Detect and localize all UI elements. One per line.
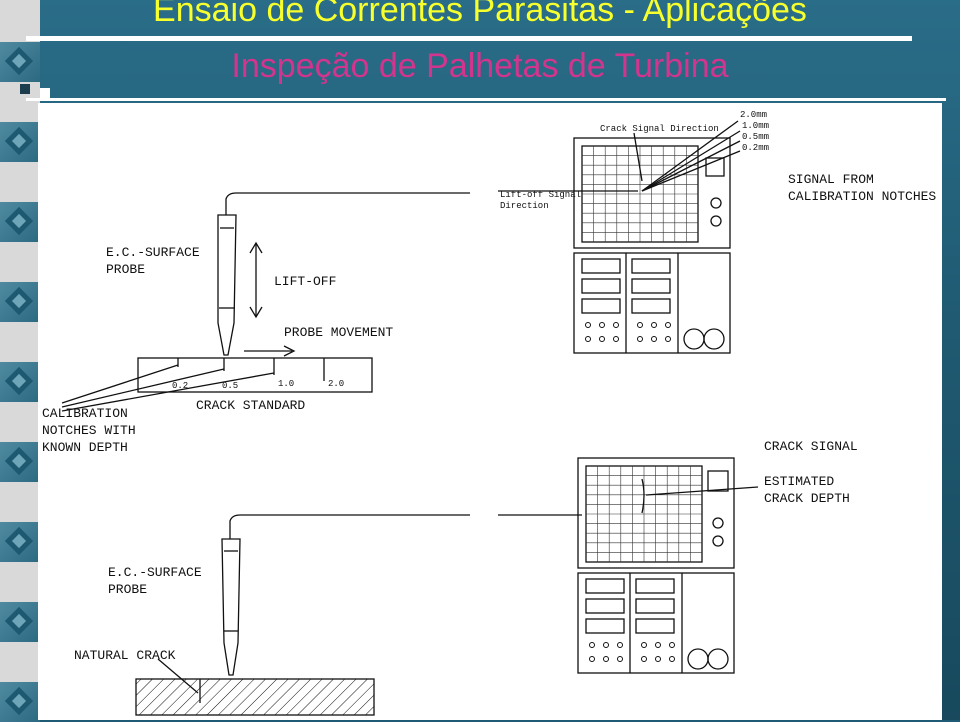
figure-panel: E.C.-SURFACE PROBE LIFT-OFF PROBE MOVEME… <box>38 103 942 720</box>
liftoff-direction-label-2: Direction <box>500 201 549 211</box>
knob <box>613 336 619 342</box>
decorative-tile-strip <box>0 0 40 720</box>
knob <box>585 322 591 328</box>
knob <box>613 322 619 328</box>
probe-cable-bottom <box>229 514 470 539</box>
knob <box>617 642 623 648</box>
signal-label-1: SIGNAL FROM <box>788 172 874 187</box>
liftoff-arrow <box>249 241 263 319</box>
screen-grid-top <box>582 146 698 242</box>
knob <box>669 642 675 648</box>
knob <box>651 336 657 342</box>
probe-cable-top <box>225 192 470 215</box>
bottom-probe-assembly <box>221 514 470 676</box>
signal-label-2: CALIBRATION NOTCHES <box>788 189 936 204</box>
knob <box>589 656 595 662</box>
title-rule-top <box>26 36 912 41</box>
depth-value-0: 2.0mm <box>740 110 767 120</box>
knob <box>637 322 643 328</box>
knob <box>589 642 595 648</box>
crack-signal-label: CRACK SIGNAL <box>764 439 858 454</box>
knob <box>641 656 647 662</box>
estimated-label-2: CRACK DEPTH <box>764 491 850 506</box>
estimated-label-1: ESTIMATED <box>764 474 834 489</box>
depth-label-2: 1.0 <box>278 379 294 389</box>
depth-label-3: 2.0 <box>328 379 344 389</box>
accent-square-white <box>40 88 50 98</box>
screen-grid-bottom <box>586 466 702 562</box>
knob <box>669 656 675 662</box>
notch-pointer-lines <box>61 364 275 412</box>
knob <box>655 656 661 662</box>
crack-pointer-line <box>157 658 199 694</box>
decorative-tile <box>0 202 40 242</box>
knob-row-top <box>585 322 671 342</box>
decorative-tile <box>0 522 40 562</box>
liftoff-direction-label-1: Lift-off Signal <box>500 190 581 200</box>
knob <box>617 656 623 662</box>
decorative-tile <box>0 602 40 642</box>
decorative-tile <box>0 122 40 162</box>
knob <box>665 322 671 328</box>
calibration-signal-lines <box>498 120 741 192</box>
depth-value-1: 1.0mm <box>742 121 769 131</box>
notches-label-1: CALIBRATION <box>42 406 128 421</box>
notches-label-3: KNOWN DEPTH <box>42 440 128 455</box>
knob <box>585 336 591 342</box>
instrument-bottom <box>498 457 759 674</box>
probe-movement-label: PROBE MOVEMENT <box>284 325 393 340</box>
crack-standard-block <box>137 357 373 393</box>
probe-label-top-1: E.C.-SURFACE <box>106 245 200 260</box>
crack-signal-trace <box>641 478 645 514</box>
knob <box>637 336 643 342</box>
probe-label-bottom-2: PROBE <box>108 582 147 597</box>
knob <box>665 336 671 342</box>
depth-value-2: 0.5mm <box>742 132 769 142</box>
slide-title: Ensaio de Correntes Parasitas - Aplicaçõ… <box>153 0 807 29</box>
crack-standard-label: CRACK STANDARD <box>196 398 305 413</box>
depth-label-0: 0.2 <box>172 381 188 391</box>
knob <box>599 336 605 342</box>
knob <box>655 642 661 648</box>
probe-body-bottom <box>221 538 241 676</box>
probe-body-top <box>217 214 237 356</box>
instrument-top <box>573 137 731 354</box>
knob <box>641 642 647 648</box>
notches-label-2: NOTCHES WITH <box>42 423 136 438</box>
liftoff-label: LIFT-OFF <box>274 274 336 289</box>
decorative-tile <box>0 282 40 322</box>
slide-subtitle: Inspeção de Palhetas de Turbina <box>231 47 729 85</box>
natural-crack-label: NATURAL CRACK <box>74 648 176 663</box>
knob <box>599 322 605 328</box>
specimen-block <box>135 678 375 716</box>
title-rule-bottom <box>26 98 946 101</box>
knob-row-bottom <box>589 642 675 662</box>
eddy-current-diagram: E.C.-SURFACE PROBE LIFT-OFF PROBE MOVEME… <box>42 110 936 716</box>
probe-movement-arrow <box>244 345 296 357</box>
probe-label-top-2: PROBE <box>106 262 145 277</box>
accent-square-dark <box>20 84 30 94</box>
decorative-tile <box>0 42 40 82</box>
knob <box>603 642 609 648</box>
decorative-tile <box>0 362 40 402</box>
top-probe-assembly <box>217 192 470 356</box>
depth-label-1: 0.5 <box>222 381 238 391</box>
crack-signal-direction-label: Crack Signal Direction <box>600 124 719 134</box>
knob <box>603 656 609 662</box>
decorative-tile <box>0 442 40 482</box>
decorative-tile <box>0 682 40 722</box>
depth-value-3: 0.2mm <box>742 143 769 153</box>
probe-label-bottom-1: E.C.-SURFACE <box>108 565 202 580</box>
knob <box>651 322 657 328</box>
